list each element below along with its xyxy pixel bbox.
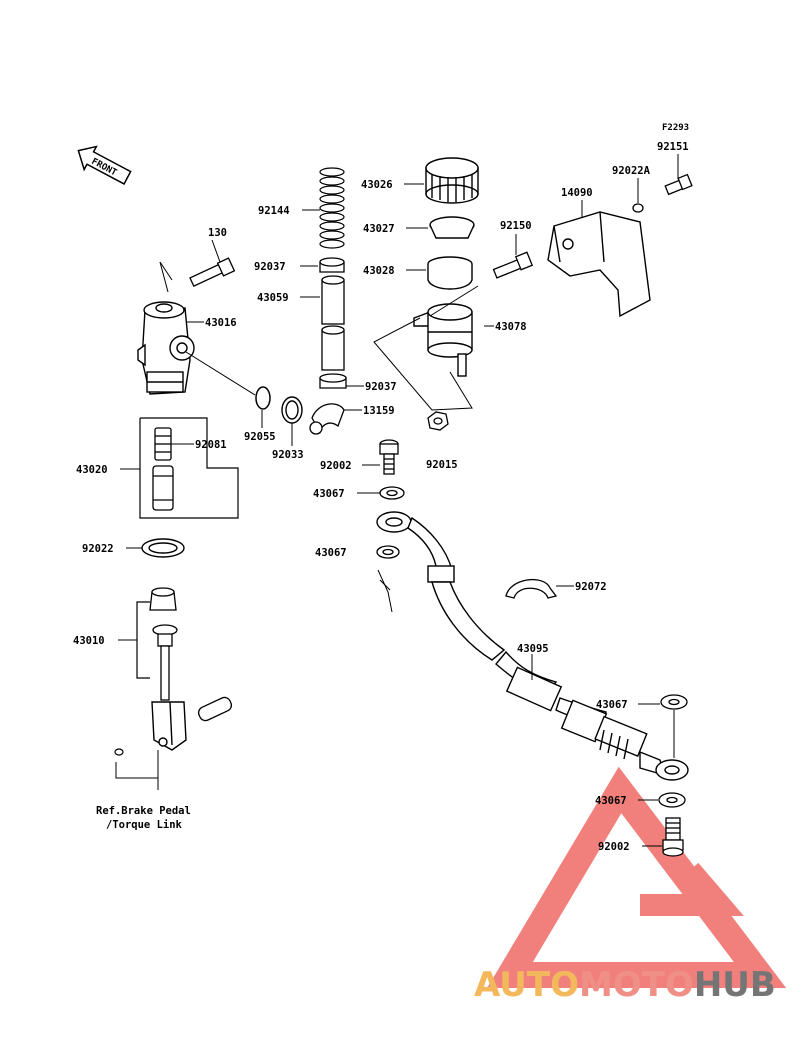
nut-92015 [427,411,449,431]
washer-43067-upper [379,486,405,500]
label-92081: 92081 [195,439,227,451]
spring-92144 [319,167,345,249]
o-ring-92055 [255,386,271,410]
label-43095: 43095 [517,643,549,655]
label-130: 130 [208,227,227,239]
clamp-92037-lower [319,373,347,389]
label-92151: 92151 [657,141,689,153]
boot [149,587,177,611]
bolt-130 [189,257,236,288]
label-43027: 43027 [363,223,395,235]
label-92055: 92055 [244,431,276,443]
label-43010: 43010 [73,635,105,647]
watermark-moto: MOTO [579,965,694,1005]
reservoir-43078 [413,303,473,377]
washer-43067-second [376,545,400,559]
pin [197,696,233,722]
clevis [151,701,187,751]
bracket-43010 [136,601,150,679]
label-92002-lower: 92002 [598,841,630,853]
elbow-13159 [309,403,345,435]
piston [152,465,174,511]
label-92033: 92033 [272,449,304,461]
label-43020: 43020 [76,464,108,476]
washer-43067-right [660,694,688,710]
label-43016: 43016 [205,317,237,329]
bolt-92151 [664,173,693,196]
label-43078: 43078 [495,321,527,333]
ref-note-line2: /Torque Link [106,819,183,831]
label-14090: 14090 [561,187,593,199]
guard-14090 [547,211,651,318]
bolt-92150 [492,251,534,279]
cup-92081 [154,427,172,461]
snap-ring-92022 [141,538,185,558]
push-rod [152,624,178,701]
label-92150: 92150 [500,220,532,232]
label-43026: 43026 [361,179,393,191]
hose-43059 [321,275,345,371]
watermark-hub: HUB [694,965,776,1005]
banjo-bolt-lower [662,817,684,857]
plate-43027 [429,216,475,239]
label-43067-upper: 43067 [313,488,345,500]
diagram-code: F2293 [662,123,689,133]
kit-43020-bracket [139,417,239,519]
label-92072: 92072 [575,581,607,593]
cotter [114,748,124,756]
label-43028: 43028 [363,265,395,277]
svg-text:AUTOMOTOHUB: AUTOMOTOHUB [474,965,776,1005]
label-43067-right: 43067 [596,699,628,711]
label-43067-lower: 43067 [595,795,627,807]
label-92015: 92015 [426,459,458,471]
banjo-bolt-upper [379,439,399,475]
circlip-92033 [281,396,303,424]
diaphragm-43028 [427,256,473,290]
label-92022: 92022 [82,543,114,555]
label-92022A: 92022A [612,165,651,177]
label-92037-lower: 92037 [365,381,397,393]
washer-92022A [632,203,644,213]
washer-43067-lower [658,792,686,808]
front-arrow: FRONT [77,145,132,185]
clamp-92037-upper [319,257,345,273]
watermark-text: AUTOMOTOHUB [474,965,776,1005]
label-92002-upper: 92002 [320,460,352,472]
cap-43026 [425,157,479,204]
ref-bracket [115,762,159,790]
clamp-92072 [505,578,558,599]
master-cylinder-body [137,301,195,395]
watermark-auto: AUTO [474,965,579,1005]
brake-hose-43095 [376,511,689,781]
label-13159: 13159 [363,405,395,417]
label-43067-second: 43067 [315,547,347,559]
label-92144: 92144 [258,205,290,217]
watermark-logo [487,766,787,988]
label-43059: 43059 [257,292,289,304]
label-92037-upper: 92037 [254,261,286,273]
ref-note-line1: Ref.Brake Pedal [96,805,191,817]
